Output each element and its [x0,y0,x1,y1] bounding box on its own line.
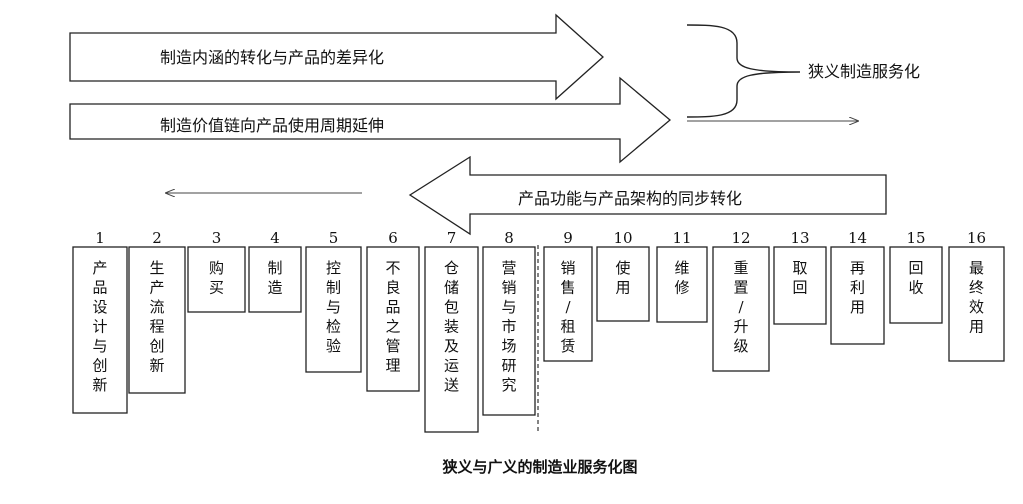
arrow-1-shape [69,13,604,101]
stage-4-number: 4 [270,229,280,247]
stage-16-number: 16 [967,229,986,247]
stage-5-number: 5 [329,229,339,247]
stage-13-box [773,246,827,325]
caption: 狭义与广义的制造业服务化图 [441,458,637,476]
stage-4-label: 制造 [267,259,282,297]
stage-8-number: 8 [504,229,514,247]
stage-7-number: 7 [447,229,457,247]
stage-6-label: 不良品之管理 [385,259,400,375]
stage-12-number: 12 [731,229,750,247]
stage-1-number: 1 [95,229,105,247]
stage-2-number: 2 [152,229,162,247]
stage-2-box [128,246,186,394]
stage-9-label: 销售/租赁 [560,259,575,355]
stage-15-label: 回收 [908,259,923,297]
stage-1-label: 产品设计与创新 [92,259,107,394]
stage-7-label: 仓储包装及运送 [444,259,459,394]
stage-15-box [889,246,943,324]
stage-16-label: 最终效用 [969,259,984,336]
stage-9-number: 9 [563,229,573,247]
arrow-3-shape [408,155,887,236]
stage-7-box [424,246,479,433]
stage-11-box [656,246,708,323]
stage-4-box [248,246,302,313]
arrow-2-shape [69,76,672,164]
stage-8-box [482,246,536,416]
stage-15-number: 15 [906,229,925,247]
arrow-1-label: 制造内涵的转化与产品的差异化 [160,48,384,67]
stage-9-box [543,246,593,362]
brace-label: 狭义制造服务化 [808,62,920,81]
stage-8-label: 营销与市场研究 [501,259,516,394]
stage-14-label: 再利用 [850,259,865,316]
brace-bracket [686,24,801,118]
stage-6-number: 6 [388,229,398,247]
stage-5-label: 控制与检验 [326,259,341,355]
arrow-2-label: 制造价值链向产品使用周期延伸 [160,116,384,135]
stage-3-number: 3 [212,229,222,247]
stage-6-box [366,246,420,392]
stage-13-label: 取回 [792,259,807,297]
stage-12-box [712,246,770,372]
stage-16-box [948,246,1005,362]
stage-10-label: 使用 [615,259,630,297]
stage-10-number: 10 [613,229,632,247]
stage-13-number: 13 [790,229,809,247]
stage-5-box [305,246,362,373]
stage-10-box [596,246,650,322]
stage-11-label: 维修 [674,259,689,297]
stage-12-label: 重置/升级 [733,259,748,355]
stage-3-label: 购买 [209,259,224,297]
stage-11-number: 11 [672,229,691,247]
stage-1-box [72,246,128,414]
stage-2-label: 生产流程创新 [149,259,164,375]
stage-group: 1 产品设计与创新 2 生产流程创新 3 购买 4 制造 5 控制与检验 6 不良品之管理 7 仓储包装及… [72,229,1005,433]
stage-14-number: 14 [848,229,867,247]
stage-14-box [830,246,885,345]
stage-3-box [187,246,246,313]
arrow-3-label: 产品功能与产品架构的同步转化 [518,189,742,208]
